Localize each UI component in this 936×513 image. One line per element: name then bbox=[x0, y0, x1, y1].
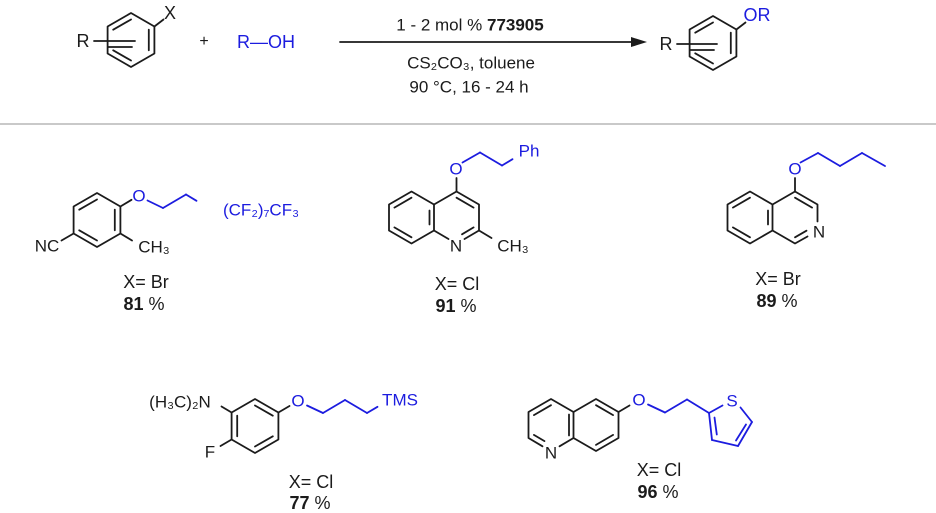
ex3-nitrogen-label: N bbox=[812, 222, 826, 242]
plus-sign: + bbox=[199, 33, 209, 50]
ex1-methyl-label: CH₃ bbox=[138, 237, 170, 257]
ex1-ring-bonds bbox=[60, 192, 133, 248]
ex3-ring-bonds bbox=[726, 177, 819, 245]
conditions-line3: 90 °C, 16 - 24 h bbox=[409, 77, 529, 97]
ex4-yield-number: 77 bbox=[289, 493, 310, 513]
ex3-yield: 89 % bbox=[756, 292, 797, 310]
ex1-fluoroalkyl-chain-label: (CF₂)₇CF₃ bbox=[222, 200, 300, 220]
ex1-percent-sign: % bbox=[143, 294, 165, 314]
ex2-methyl-label: CH₃ bbox=[497, 236, 529, 256]
ex5-oxygen-label: O bbox=[632, 390, 646, 410]
ex5-yield-number: 96 bbox=[637, 482, 658, 502]
ex1-yield-number: 81 bbox=[123, 294, 144, 314]
ex4-fluorine-label: F bbox=[204, 442, 216, 462]
ex2-phenyl-label: Ph bbox=[518, 141, 540, 161]
ex2-nitrogen-label: N bbox=[449, 236, 463, 256]
reactant-r-label: R bbox=[76, 31, 90, 51]
product-or-label: OR bbox=[743, 5, 771, 25]
ex3-alkoxy-chain-bonds bbox=[799, 152, 886, 167]
ex4-x-value: X= Cl bbox=[288, 472, 334, 492]
ex2-oxygen-label: O bbox=[449, 159, 463, 179]
ex4-tms-label: TMS bbox=[382, 390, 418, 410]
ex5-x-value: X= Cl bbox=[636, 460, 682, 480]
ex3-x-value: X= Br bbox=[755, 269, 801, 289]
conditions-line1: 1 - 2 mol % 773905 bbox=[396, 17, 543, 34]
reactant-aryl-halide-bonds bbox=[93, 12, 165, 68]
product-aryl-ether-bonds bbox=[676, 15, 747, 71]
ex4-percent-sign: % bbox=[309, 493, 331, 513]
ex5-percent-sign: % bbox=[657, 482, 679, 502]
ex2-percent-sign: % bbox=[455, 296, 477, 316]
ex2-yield: 91 % bbox=[435, 297, 476, 315]
ex4-dimethylamino-label: (H₃C)₂N bbox=[149, 392, 211, 412]
ex1-x-value: X= Br bbox=[123, 272, 169, 292]
ex2-x-value: X= Cl bbox=[434, 274, 480, 294]
ex3-yield-number: 89 bbox=[756, 291, 777, 311]
ex4-oxygen-label: O bbox=[291, 391, 305, 411]
ex5-ring-bonds bbox=[527, 398, 631, 452]
conditions-line2: CS₂CO₃, toluene bbox=[407, 53, 535, 73]
ex1-yield: 81 % bbox=[123, 295, 164, 313]
ex3-oxygen-label: O bbox=[788, 159, 802, 179]
ex4-yield: 77 % bbox=[289, 494, 330, 512]
product-r-label: R bbox=[659, 34, 673, 54]
ex5-nitrogen-label: N bbox=[544, 443, 558, 463]
reactant-x-label: X bbox=[163, 3, 177, 23]
reaction-arrow bbox=[339, 37, 647, 47]
alcohol-label: R—OH bbox=[237, 32, 295, 52]
ex1-oxygen-label: O bbox=[132, 186, 146, 206]
ex3-percent-sign: % bbox=[776, 291, 798, 311]
ex2-ring-bonds bbox=[388, 177, 493, 245]
catalyst-number: 773905 bbox=[486, 15, 544, 35]
conditions-line1-prefix: 1 - 2 mol % bbox=[396, 15, 487, 35]
ex2-yield-number: 91 bbox=[435, 296, 456, 316]
ex5-yield: 96 % bbox=[637, 483, 678, 501]
ex5-alkoxy-thiophene-bonds bbox=[647, 398, 753, 447]
ex5-sulfur-label: S bbox=[726, 391, 738, 411]
ex4-alkoxy-chain-bonds bbox=[306, 399, 379, 414]
ex2-alkoxy-chain-bonds bbox=[461, 151, 514, 167]
ex4-ring-bonds bbox=[219, 398, 291, 454]
ex1-alkoxy-chain-bonds bbox=[146, 193, 198, 209]
ex1-nitrile-label: NC bbox=[34, 236, 60, 256]
